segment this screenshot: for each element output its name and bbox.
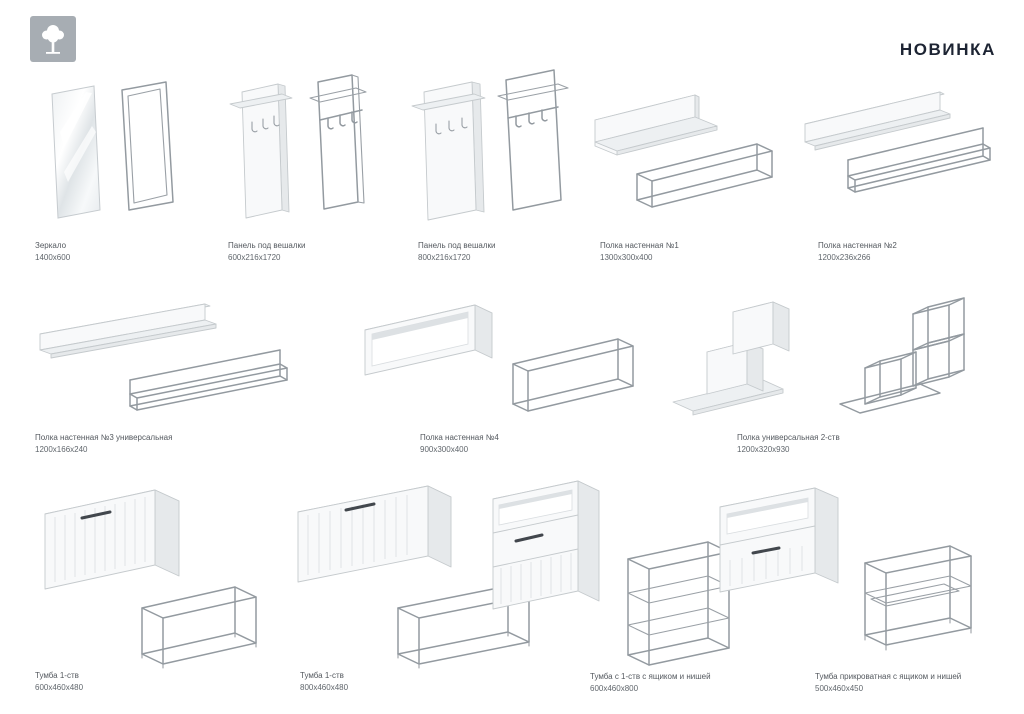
product-card-shelf-3: Полка настенная №3 универсальная 1200x16… (30, 292, 330, 457)
product-name: Тумба с 1-ств с ящиком и нишей (590, 672, 711, 681)
product-name: Панель под вешалки (418, 241, 496, 250)
brand-logo (30, 16, 76, 62)
product-name: Зеркало (35, 241, 67, 250)
product-name: Полка настенная №2 (818, 241, 897, 250)
product-caption: Тумба с 1-ств с ящиком и нишей 600x460x8… (478, 671, 758, 696)
product-name: Полка универсальная 2-ств (737, 433, 840, 442)
product-card-tumba-niche: Тумба с 1-ств с ящиком и нишей 600x460x8… (478, 455, 758, 696)
product-caption: Тумба 1-ств 800x460x480 (288, 670, 533, 695)
cabinet-illustration (492, 480, 730, 666)
product-name: Панель под вешалки (228, 241, 306, 250)
product-name: Полка настенная №3 универсальная (35, 433, 173, 442)
product-dims: 800x460x480 (300, 683, 349, 693)
product-name: Тумба 1-ств (300, 671, 344, 680)
product-caption: Полка настенная №1 1300x300x400 (575, 240, 790, 265)
product-dims: 1300x300x400 (600, 253, 653, 263)
product-caption: Панель под вешалки 800x216x1720 (408, 240, 583, 265)
product-name: Тумба 1-ств (35, 671, 79, 680)
product-caption: Зеркало 1400x600 (30, 240, 200, 265)
product-dims: 1200x236x266 (818, 253, 871, 263)
product-caption: Панель под вешалки 600x216x1720 (222, 240, 392, 265)
product-caption: Тумба 1-ств 600x460x480 (30, 670, 275, 695)
product-dims: 800x216x1720 (418, 253, 471, 263)
product-card-mirror: Зеркало 1400x600 (30, 62, 200, 265)
product-caption: Полка настенная №4 900x300x400 (345, 432, 645, 457)
product-name: Полка настенная №4 (420, 433, 499, 442)
product-name: Тумба прикроватная с ящиком и нишей (815, 672, 962, 681)
cabinet-illustration (719, 487, 972, 651)
wall-shelf-illustration (364, 304, 634, 412)
product-dims: 600x216x1720 (228, 253, 281, 263)
wall-shelf-illustration (594, 94, 773, 208)
product-card-tumba-bedside: Тумба прикроватная с ящиком и нишей 500x… (705, 455, 1005, 696)
wall-shelf-illustration (804, 91, 991, 193)
tree-icon (42, 25, 64, 54)
product-card-shelf-4: Полка настенная №4 900x300x400 (345, 292, 645, 457)
hanger-panel-illustration (229, 74, 367, 219)
product-caption: Полка настенная №2 1200x236x266 (790, 240, 1005, 265)
product-card-universal-shelf: Полка универсальная 2-ств 1200x320x930 (655, 284, 985, 457)
product-caption: Тумба прикроватная с ящиком и нишей 500x… (705, 671, 1005, 696)
cabinet-illustration (44, 489, 257, 669)
page-title-badge: НОВИНКА (899, 40, 996, 59)
product-dims: 1200x166x240 (35, 445, 88, 455)
product-caption: Полка настенная №3 универсальная 1200x16… (30, 432, 330, 457)
cube-shelf-illustration (672, 297, 965, 416)
product-name: Полка настенная №1 (600, 241, 679, 250)
product-card-tumba-800: Тумба 1-ств 800x460x480 (288, 462, 533, 695)
product-card-shelf-2: Полка настенная №2 1200x236x266 (790, 62, 1005, 265)
product-dims: 600x460x480 (35, 683, 84, 693)
product-card-tumba-600: Тумба 1-ств 600x460x480 (30, 462, 275, 695)
product-dims: 1400x600 (35, 253, 71, 263)
product-card-shelf-1: Полка настенная №1 1300x300x400 (575, 62, 790, 265)
product-caption: Полка универсальная 2-ств 1200x320x930 (655, 432, 985, 457)
mirror-illustration (51, 81, 174, 219)
wall-shelf-illustration (39, 303, 288, 411)
product-dims: 1200x320x930 (737, 445, 790, 455)
product-card-panel-600: Панель под вешалки 600x216x1720 (222, 62, 392, 265)
product-dims: 900x300x400 (420, 445, 469, 455)
product-card-panel-800: Панель под вешалки 800x216x1720 (408, 62, 583, 265)
cabinet-illustration (297, 485, 530, 669)
hanger-panel-illustration (411, 69, 569, 221)
product-dims: 500x460x450 (815, 684, 864, 694)
product-dims: 600x460x800 (590, 684, 639, 694)
